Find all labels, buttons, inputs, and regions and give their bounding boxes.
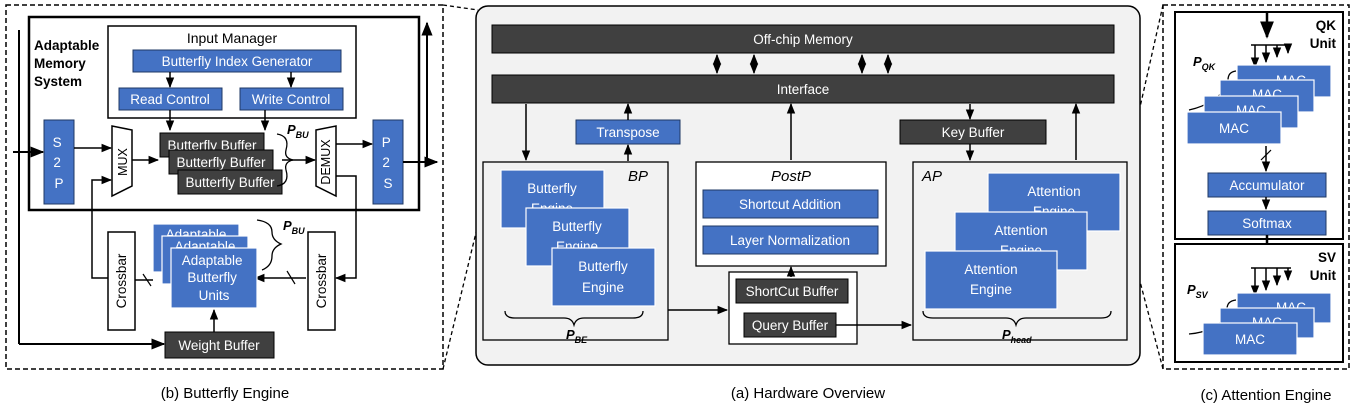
p-bu-brace-bottom (256, 219, 283, 271)
weight-buffer-label: Weight Buffer (178, 338, 260, 353)
offchip-memory-label: Off-chip Memory (753, 32, 853, 47)
accumulator-label: Accumulator (1229, 178, 1305, 193)
p2s-label: P 2 S (382, 135, 395, 191)
hardware-overview-panel: Off-chip Memory Interface Transpose Key … (475, 5, 1141, 366)
s2p-label: S 2 P (53, 135, 66, 191)
p-head-label: Phead (1002, 327, 1032, 345)
layer-normalization-label: Layer Normalization (730, 233, 850, 248)
input-manager-title: Input Manager (187, 30, 278, 46)
crossbar-left-label: Crossbar (114, 253, 129, 308)
key-buffer-label: Key Buffer (942, 125, 1005, 140)
write-control-label: Write Control (252, 92, 331, 107)
bp-label: BP (628, 168, 648, 185)
shortcut-buffer-block (735, 278, 849, 304)
p2s-block (372, 119, 404, 205)
caption-hardware-overview: (a) Hardware Overview (731, 385, 885, 402)
butterfly-buffer-3 (177, 169, 283, 195)
adaptable-unit-3-label: Adaptable Butterfly Units (182, 253, 247, 303)
butterfly-engine-3 (551, 247, 656, 307)
p-sv-label: PSV (1187, 282, 1209, 300)
softmax-block (1207, 210, 1327, 236)
read-control-label: Read Control (130, 92, 210, 107)
crossbar-left (107, 231, 136, 331)
accumulator-block (1207, 172, 1327, 198)
crossbar-right (307, 231, 336, 331)
mux-block (111, 125, 133, 198)
crossbar-right-label: Crossbar (314, 253, 329, 308)
index-generator-block (132, 49, 342, 73)
qk-mac-4-label: MAC (1219, 121, 1249, 136)
p-bu-label-bottom: PBU (283, 218, 305, 236)
interface-block (491, 74, 1115, 104)
mux-label: MUX (116, 147, 130, 175)
shortcut-addition-block (702, 189, 879, 219)
p-be-label: PBE (566, 327, 588, 345)
interface-label: Interface (777, 82, 830, 97)
qk-mac-4 (1186, 111, 1282, 145)
postp-label: PostP (771, 168, 811, 185)
layer-normalization-block (702, 225, 879, 255)
weight-buffer-block (164, 331, 275, 359)
shortcut-buffer-label: ShortCut Buffer (746, 284, 839, 299)
butterfly-buffer-1-label: Butterfly Buffer (167, 138, 257, 153)
sv-mac-3-label: MAC (1235, 332, 1265, 347)
demux-block (315, 125, 337, 198)
ap-label: AP (921, 168, 942, 185)
p-be-brace (504, 310, 644, 328)
p-qk-label: PQK (1193, 54, 1217, 72)
attention-engine-3 (924, 250, 1058, 310)
adaptable-unit-3 (170, 247, 258, 309)
index-generator-label: Butterfly Index Generator (162, 54, 313, 69)
butterfly-buffer-3-label: Butterfly Buffer (185, 175, 275, 190)
sv-mac-3 (1202, 322, 1298, 356)
p-head-brace (922, 310, 1112, 328)
caption-attention-engine: (c) Attention Engine (1201, 387, 1332, 404)
softmax-label: Softmax (1242, 216, 1292, 231)
offchip-memory-block (491, 24, 1115, 54)
p-bu-label-top: PBU (287, 122, 309, 140)
shortcut-addition-label: Shortcut Addition (739, 197, 841, 212)
demux-label: DEMUX (319, 139, 333, 185)
s2p-block (43, 119, 75, 205)
butterfly-engine-panel: Adaptable Memory System Input Manager Bu… (5, 4, 444, 370)
caption-butterfly-engine: (b) Butterfly Engine (161, 385, 289, 402)
butterfly-buffer-2-label: Butterfly Buffer (176, 155, 266, 170)
adaptable-memory-system-label: Adaptable Memory System (34, 38, 103, 89)
query-buffer-label: Query Buffer (752, 318, 829, 333)
transpose-label: Transpose (596, 125, 659, 140)
key-buffer-block (899, 119, 1047, 145)
